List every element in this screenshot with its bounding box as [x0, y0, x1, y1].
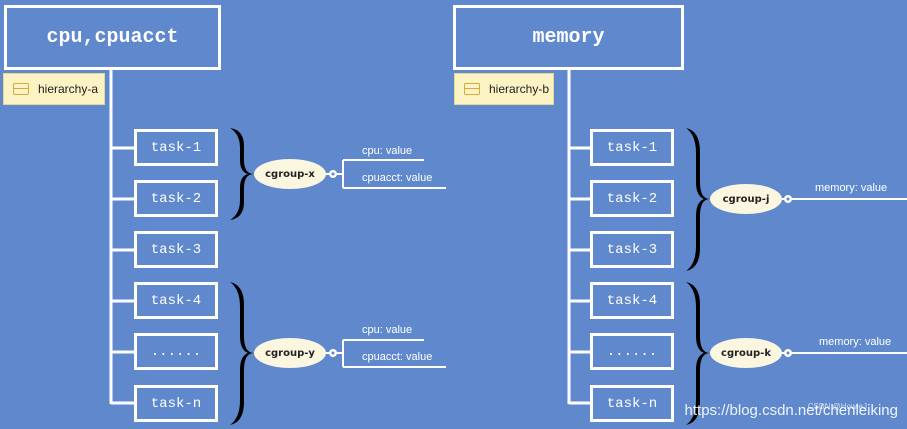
hierarchy-b-label: hierarchy-b [489, 82, 550, 96]
cgroup-x-node: cgroup-x [254, 159, 326, 189]
hierarchy-a-label: hierarchy-a [38, 82, 99, 96]
cgroup-y-cpuacct-value: cpuacct: value [362, 351, 433, 363]
watermark-url: https://blog.csdn.net/chenleiking [684, 402, 898, 419]
hierarchy-title-memory: memory [453, 5, 684, 70]
left-task-2: task-2 [134, 180, 218, 217]
right-task-4: task-4 [590, 282, 674, 319]
right-task-3: task-3 [590, 231, 674, 268]
right-task-2: task-2 [590, 180, 674, 217]
cgroup-x-cpu-value: cpu: value [362, 145, 413, 157]
right-task-n: task-n [590, 385, 674, 422]
cgroup-k-memory-value: memory: value [819, 336, 892, 348]
cgroup-k-node: cgroup-k [710, 338, 782, 368]
cgroup-x-cpuacct-value: cpuacct: value [362, 172, 433, 184]
left-task-4: task-4 [134, 282, 218, 319]
watermark-csdn: CSDN @HowieJ [807, 402, 867, 411]
right-task-1: task-1 [590, 129, 674, 166]
hierarchy-a-note: hierarchy-a [3, 73, 105, 105]
cgroup-j-node: cgroup-j [710, 184, 782, 214]
left-task-3: task-3 [134, 231, 218, 268]
cgroup-y-cpu-value: cpu: value [362, 324, 413, 336]
cgroup-j-memory-value: memory: value [815, 182, 888, 194]
right-task-ellipsis: ...... [590, 333, 674, 370]
left-task-n: task-n [134, 385, 218, 422]
left-task-ellipsis: ...... [134, 333, 218, 370]
note-icon [464, 83, 480, 95]
hierarchy-title-cpu: cpu,cpuacct [4, 5, 221, 70]
left-task-1: task-1 [134, 129, 218, 166]
note-icon [13, 83, 29, 95]
cgroup-y-node: cgroup-y [254, 338, 326, 368]
hierarchy-b-note: hierarchy-b [454, 73, 554, 105]
